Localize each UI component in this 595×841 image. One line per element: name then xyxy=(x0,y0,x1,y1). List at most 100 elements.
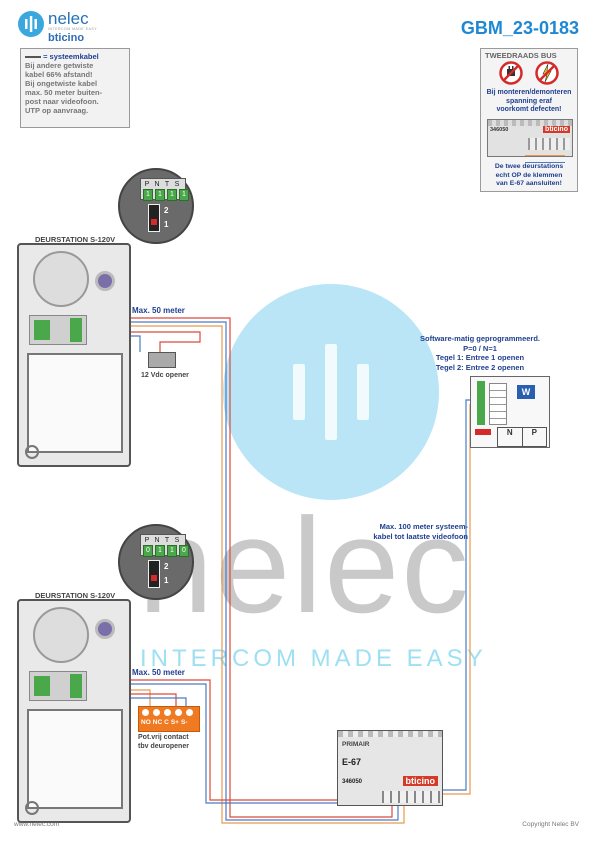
footer-website[interactable]: www.nelec.com xyxy=(14,821,60,828)
bus-device-terminals xyxy=(528,138,570,150)
dip-header-t: T xyxy=(163,180,171,190)
dip-switch-panel: P N T S 0 1 1 0 xyxy=(140,534,189,557)
bus-warning: Bij monteren/demonteren spanning eraf vo… xyxy=(486,89,572,113)
cable-note-line: Bij andere getwiste xyxy=(25,61,94,70)
dip-header-p: P xyxy=(143,536,151,546)
cable-symbol xyxy=(25,56,41,59)
videophone-header-p: P xyxy=(531,428,537,437)
bus-device-brand: bticino xyxy=(543,126,570,133)
e67-primair: PRIMAIR xyxy=(342,741,370,748)
dip-value-s: 0 xyxy=(179,545,189,557)
videophone-table: N P xyxy=(497,427,547,447)
station2-window xyxy=(27,709,123,809)
station1-window xyxy=(27,353,123,453)
e67-code: 346050 xyxy=(342,779,363,785)
dip-header-n: N xyxy=(153,180,161,190)
station1-screw xyxy=(25,445,39,459)
cable-note-line: UTP op aanvraag. xyxy=(25,106,89,115)
systeemkabel-legend: = systeemkabel xyxy=(25,52,125,61)
dip-callout-1: P N T S 1 1 1 1 2 1 xyxy=(118,168,194,244)
e67-unit: PRIMAIR E-67 346050 bticino xyxy=(337,730,443,806)
address-switch xyxy=(148,560,160,588)
contact-screws xyxy=(142,709,193,716)
speaker-grille xyxy=(33,251,89,307)
dip-value-n: 1 xyxy=(155,189,165,201)
dip-callout-2: P N T S 0 1 1 0 2 1 xyxy=(118,524,194,600)
camera-icon xyxy=(95,619,115,639)
camera-icon xyxy=(95,271,115,291)
dip-value-s: 1 xyxy=(179,189,189,201)
e67-top-strip xyxy=(338,731,442,737)
videophone-terminals xyxy=(477,381,485,425)
station2-terminals xyxy=(29,671,87,701)
nelec-wordmark: nelec xyxy=(48,9,89,28)
screw-icon xyxy=(153,709,160,716)
terminal-block xyxy=(34,676,50,696)
bus-device-code: 346050 xyxy=(490,127,509,133)
videophone-header-n: N xyxy=(498,428,523,446)
opener-label: 12 Vdc opener xyxy=(141,372,189,379)
dip-header-p: P xyxy=(143,180,151,190)
cable-note: = systeemkabel Bij andere getwiste kabel… xyxy=(20,48,130,128)
address-switch-knob xyxy=(151,219,157,225)
switch-label-top: 2 xyxy=(164,206,169,215)
dip-header-n: N xyxy=(153,536,161,546)
station2-distance: Max. 50 meter xyxy=(132,668,185,677)
no-plug-icon xyxy=(499,61,523,85)
dip-value-p: 0 xyxy=(143,545,153,557)
potential-free-contacts: NO NC C S+ S- xyxy=(138,706,200,732)
videophone-unit: W N P xyxy=(470,376,550,448)
terminal-block xyxy=(70,318,82,342)
bus-device-wires xyxy=(525,155,565,163)
bus-note: De twee deurstations echt OP de klemmen … xyxy=(494,163,564,187)
cable-note-line: Bij ongetwiste kabel xyxy=(25,79,98,88)
doc-code: GBM_23-0183 xyxy=(460,18,579,38)
dip-value-n: 1 xyxy=(155,545,165,557)
dip-switch-panel: P N T S 1 1 1 1 xyxy=(140,178,189,201)
contact-nc: NC xyxy=(152,719,163,726)
dip-values: 0 1 1 0 xyxy=(143,545,189,557)
contact-splus: S+ xyxy=(170,719,179,726)
switch-label-bottom: 1 xyxy=(164,576,169,585)
cable-note-line: kabel 66% afstand! xyxy=(25,70,93,79)
watermark-circle-bars xyxy=(223,284,439,500)
screw-icon xyxy=(175,709,182,716)
dip-value-p: 1 xyxy=(143,189,153,201)
terminal-block xyxy=(34,320,50,340)
videophone-term-labels xyxy=(489,383,507,425)
e67-name: E-67 xyxy=(342,757,362,767)
speaker-grille xyxy=(33,607,89,663)
address-switch-knob xyxy=(151,575,157,581)
bticino-logo: bticino xyxy=(48,32,85,44)
contact-c: C xyxy=(164,719,169,726)
dip-headers: P N T S xyxy=(143,180,181,190)
videophone-brand-mark: W xyxy=(517,385,535,399)
dip-headers: P N T S xyxy=(143,536,181,546)
station1-distance: Max. 50 meter xyxy=(132,306,185,315)
cable-note-line: post naar videofoon. xyxy=(25,97,99,106)
door-station-1 xyxy=(17,243,131,467)
switch-label-bottom: 1 xyxy=(164,220,169,229)
cable-note-line: max. 50 meter buiten- xyxy=(25,88,103,97)
nelec-subline: INTERCOM MADE EASY xyxy=(48,27,98,31)
station1-terminals xyxy=(29,315,87,345)
screw-icon xyxy=(142,709,149,716)
bus-device: 346050 bticino xyxy=(487,119,573,157)
e67-brand: bticino xyxy=(402,776,438,786)
screw-icon xyxy=(164,709,171,716)
watermark-tagline: INTERCOM MADE EASY xyxy=(140,645,487,672)
dip-value-t: 1 xyxy=(167,545,177,557)
station2-title: DEURSTATION S-120V xyxy=(35,591,116,600)
contact-note: Pot.vrij contact tbv deuropener xyxy=(138,734,189,750)
nelec-logo-icon xyxy=(18,11,44,37)
nelec-logo: nelec INTERCOM MADE EASY bticino xyxy=(18,9,108,44)
station2-screw xyxy=(25,801,39,815)
dip-value-t: 1 xyxy=(167,189,177,201)
videophone-red-marker xyxy=(475,429,491,435)
switch-label-top: 2 xyxy=(164,562,169,571)
contact-labels: NO NC C S+ S- xyxy=(141,719,187,726)
door-station-2 xyxy=(17,599,131,823)
footer-copyright: Copyright Nelec BV xyxy=(522,821,579,828)
device-header-strip xyxy=(488,120,572,126)
bus-title: TWEEDRAADS BUS xyxy=(485,51,557,60)
